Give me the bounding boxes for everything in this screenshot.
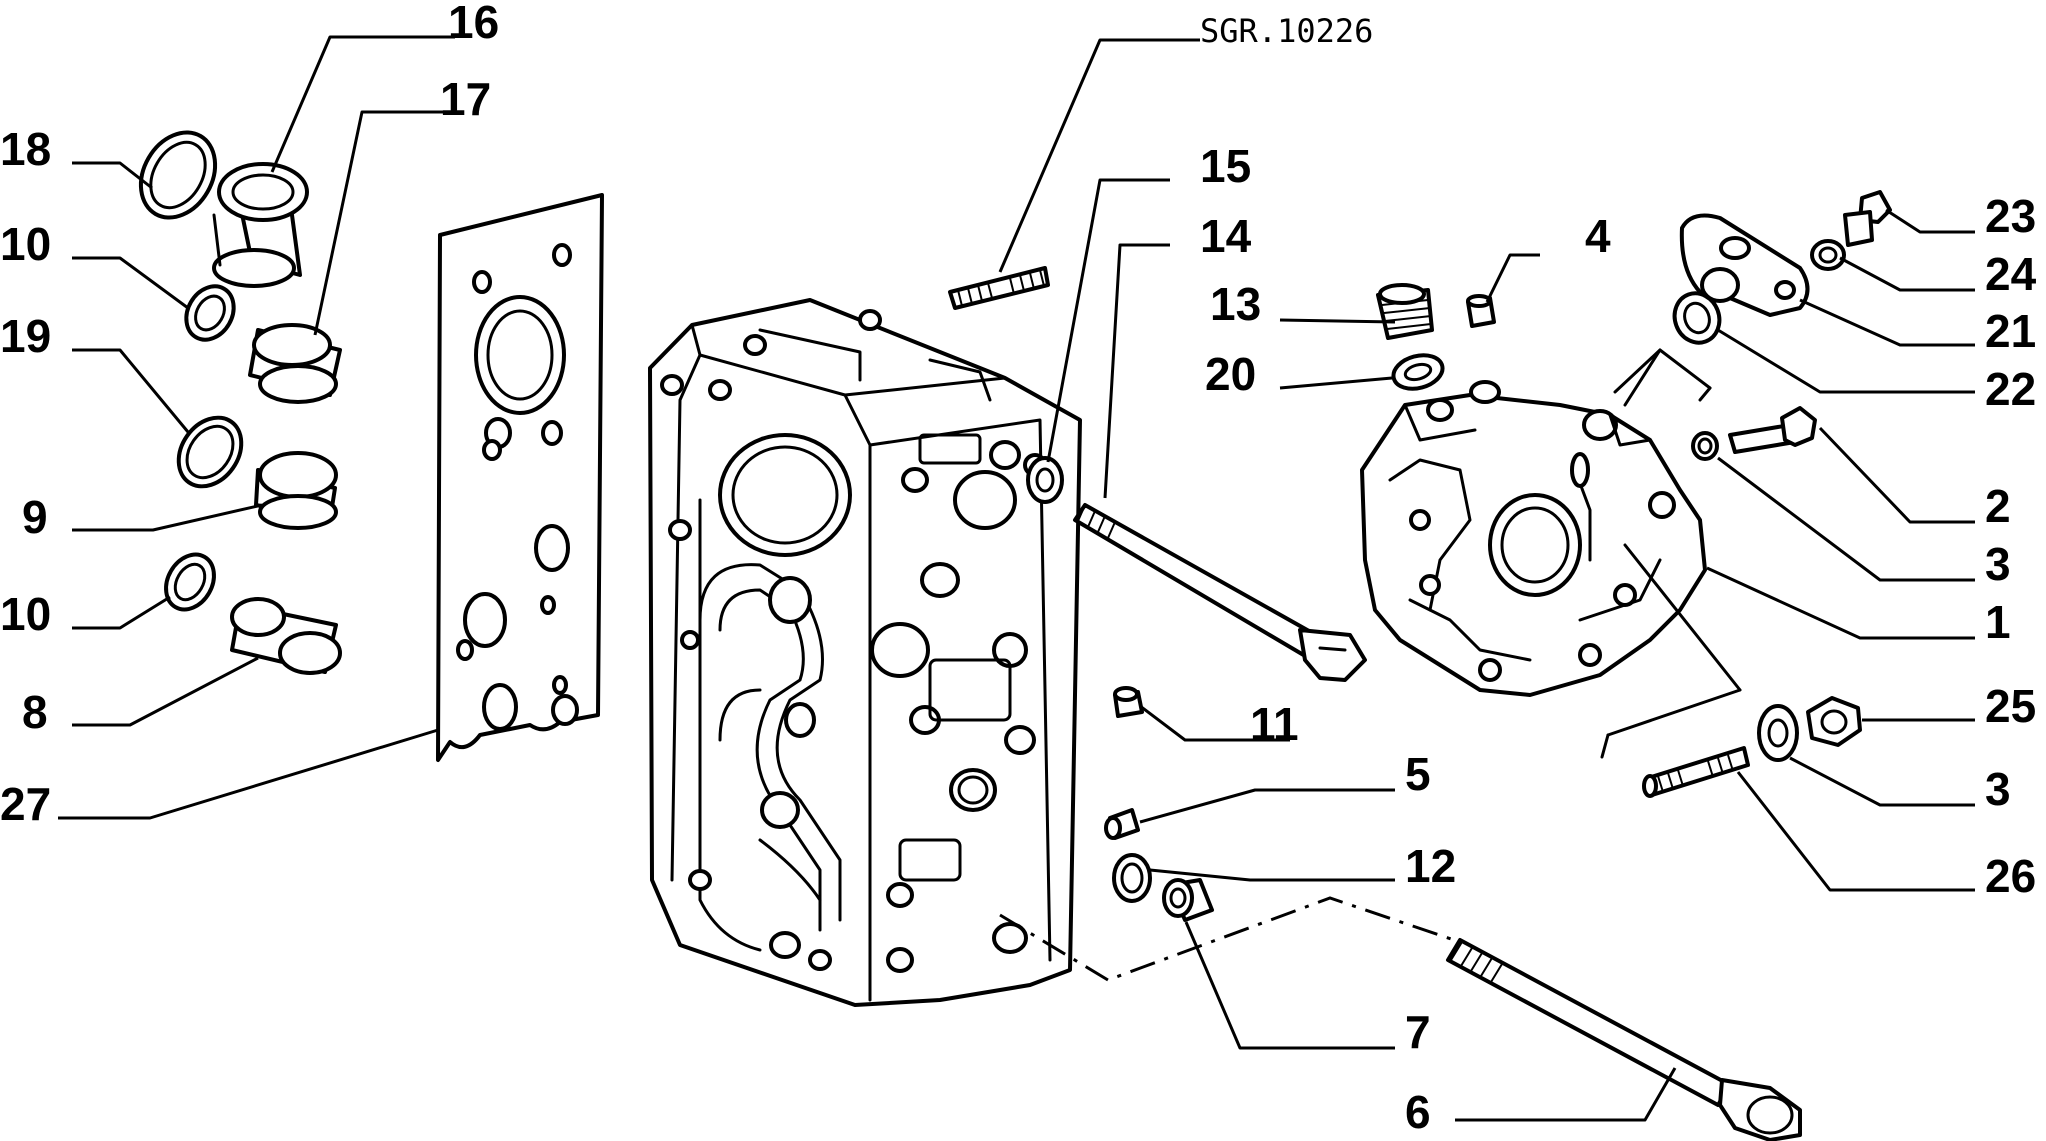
label-21: 21 bbox=[1985, 305, 2036, 357]
nut-25 bbox=[1806, 696, 1862, 747]
label-18: 18 bbox=[0, 123, 51, 175]
label-13: 13 bbox=[1210, 278, 1261, 330]
stud-26 bbox=[1642, 746, 1750, 798]
leader-lines bbox=[58, 35, 1975, 1122]
bolt-2 bbox=[1728, 406, 1817, 454]
grub-screw-4 bbox=[1466, 294, 1496, 328]
plug-5 bbox=[1104, 808, 1140, 840]
seal-ring-19 bbox=[176, 415, 244, 489]
label-15: 15 bbox=[1200, 140, 1251, 192]
washer-10-lower bbox=[164, 552, 216, 612]
stud-top bbox=[948, 266, 1050, 310]
washer-10-upper bbox=[184, 284, 236, 342]
seal-ring-22 bbox=[1672, 291, 1722, 345]
bushing-8 bbox=[230, 597, 342, 675]
label-11: 11 bbox=[1250, 698, 1299, 750]
label-7: 7 bbox=[1405, 1006, 1431, 1058]
washer-12 bbox=[1112, 853, 1152, 903]
label-20: 20 bbox=[1205, 348, 1256, 400]
label-19: 19 bbox=[0, 310, 51, 362]
label-4: 4 bbox=[1585, 210, 1611, 262]
label-6: 6 bbox=[1405, 1086, 1431, 1138]
cover-1 bbox=[1360, 380, 1707, 697]
washer-15 bbox=[1026, 456, 1064, 504]
label-23: 23 bbox=[1985, 190, 2036, 242]
label-10-lower: 10 bbox=[0, 588, 51, 640]
bolt-23 bbox=[1843, 190, 1892, 247]
label-14: 14 bbox=[1200, 210, 1252, 262]
assembly-axis-lines bbox=[999, 348, 1742, 982]
drawing-reference: SGR.10226 bbox=[1200, 12, 1373, 50]
washer-24 bbox=[1810, 239, 1846, 271]
label-17: 17 bbox=[440, 73, 491, 125]
label-12: 12 bbox=[1405, 840, 1456, 892]
label-22: 22 bbox=[1985, 363, 2036, 415]
label-24: 24 bbox=[1985, 248, 2037, 300]
bushing-16 bbox=[212, 162, 309, 288]
label-26: 26 bbox=[1985, 850, 2036, 902]
bracket-21 bbox=[1679, 213, 1810, 317]
nut-3-upper bbox=[1691, 431, 1719, 461]
bushing-17 bbox=[248, 323, 342, 404]
washer-3-lower bbox=[1757, 704, 1799, 762]
bushing-9 bbox=[254, 451, 338, 530]
main-housing bbox=[648, 298, 1082, 1007]
plug-11 bbox=[1113, 686, 1144, 718]
label-27: 27 bbox=[0, 778, 51, 830]
label-25: 25 bbox=[1985, 680, 2036, 732]
label-16: 16 bbox=[448, 0, 499, 48]
bolt-6 bbox=[1446, 938, 1802, 1141]
label-3-lower: 3 bbox=[1985, 763, 2011, 815]
gasket-27 bbox=[436, 193, 604, 762]
label-2: 2 bbox=[1985, 480, 2011, 532]
label-10-upper: 10 bbox=[0, 218, 51, 270]
label-8: 8 bbox=[22, 686, 48, 738]
plug-13 bbox=[1376, 283, 1434, 340]
label-3-upper: 3 bbox=[1985, 538, 2011, 590]
plug-7 bbox=[1162, 878, 1214, 922]
bolt-14 bbox=[1073, 503, 1367, 682]
washer-20 bbox=[1391, 353, 1445, 391]
label-1: 1 bbox=[1985, 596, 2011, 648]
label-9: 9 bbox=[22, 491, 48, 543]
seal-ring-18 bbox=[138, 130, 218, 220]
label-5: 5 bbox=[1405, 748, 1431, 800]
